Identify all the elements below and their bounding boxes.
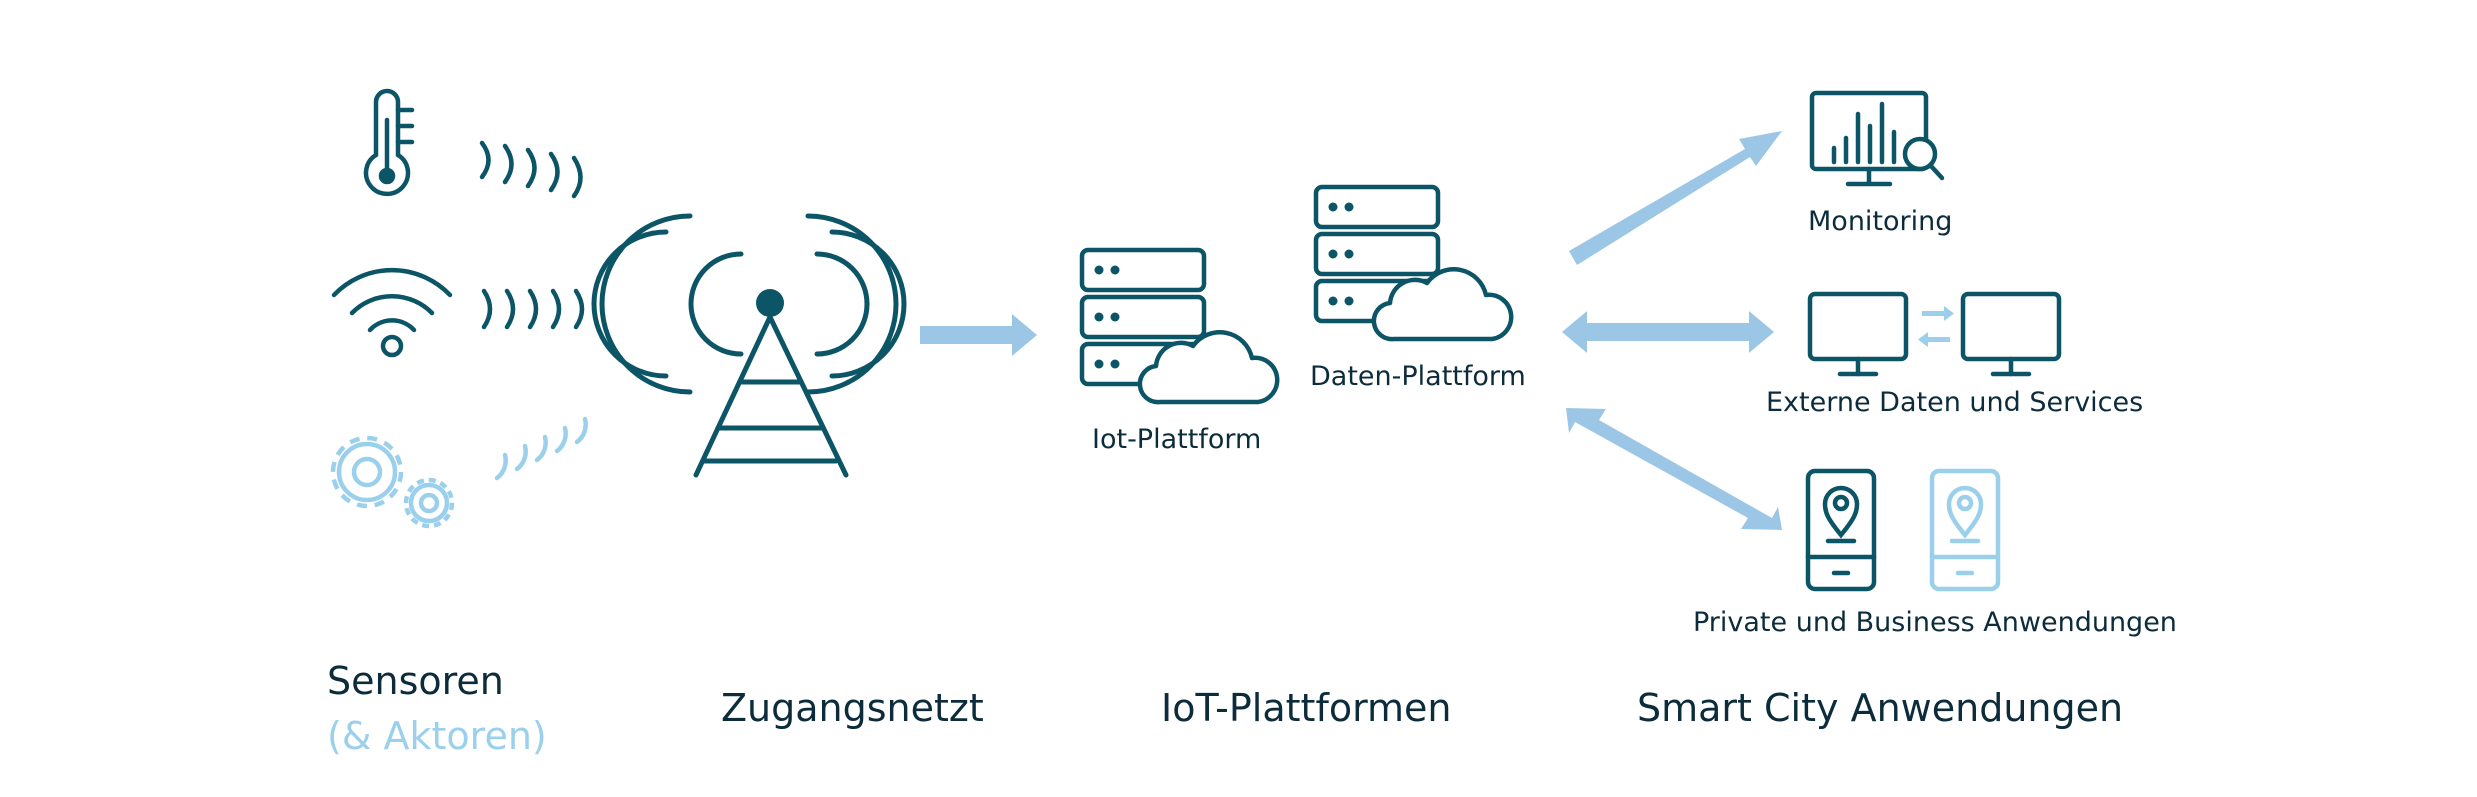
private-business-label: Private und Business Anwendungen: [1693, 607, 2177, 638]
radio-tower-icon: [591, 213, 907, 478]
sensors-title: Sensoren: [327, 659, 504, 703]
signal-waves-icon: [479, 140, 585, 330]
data-platform-label: Daten-Plattform: [1310, 361, 1526, 392]
exchange-arrows-icon: [1918, 306, 1954, 347]
arrow-to-private: [1566, 408, 1782, 530]
gear-icon: [333, 438, 452, 526]
access-network-title: Zugangsnetzt: [721, 686, 984, 730]
arrow-to-external: [1562, 311, 1774, 353]
actuators-subtitle: (& Aktoren): [327, 714, 547, 758]
smart-city-title: Smart City Anwendungen: [1637, 686, 2124, 730]
monitor-chart-icon: [1809, 90, 1945, 187]
server-cloud-icon: [1082, 250, 1277, 402]
smartphone-location-icon: [1932, 471, 1998, 589]
external-services-label: Externe Daten und Services: [1766, 387, 2144, 418]
iot-platforms-title: IoT-Plattformen: [1161, 686, 1452, 730]
signal-waves-icon: [494, 416, 588, 481]
wifi-icon: [331, 267, 453, 358]
arrow-to-monitoring: [1569, 131, 1782, 265]
server-cloud-icon: [1316, 187, 1511, 339]
arrow-right: [920, 314, 1037, 356]
monitor-icon: [1810, 294, 2059, 374]
monitoring-label: Monitoring: [1808, 206, 1953, 237]
thermometer-icon: [363, 88, 415, 197]
smartphone-location-icon: [1808, 471, 1874, 589]
iot-platform-label: Iot-Plattform: [1092, 424, 1262, 455]
